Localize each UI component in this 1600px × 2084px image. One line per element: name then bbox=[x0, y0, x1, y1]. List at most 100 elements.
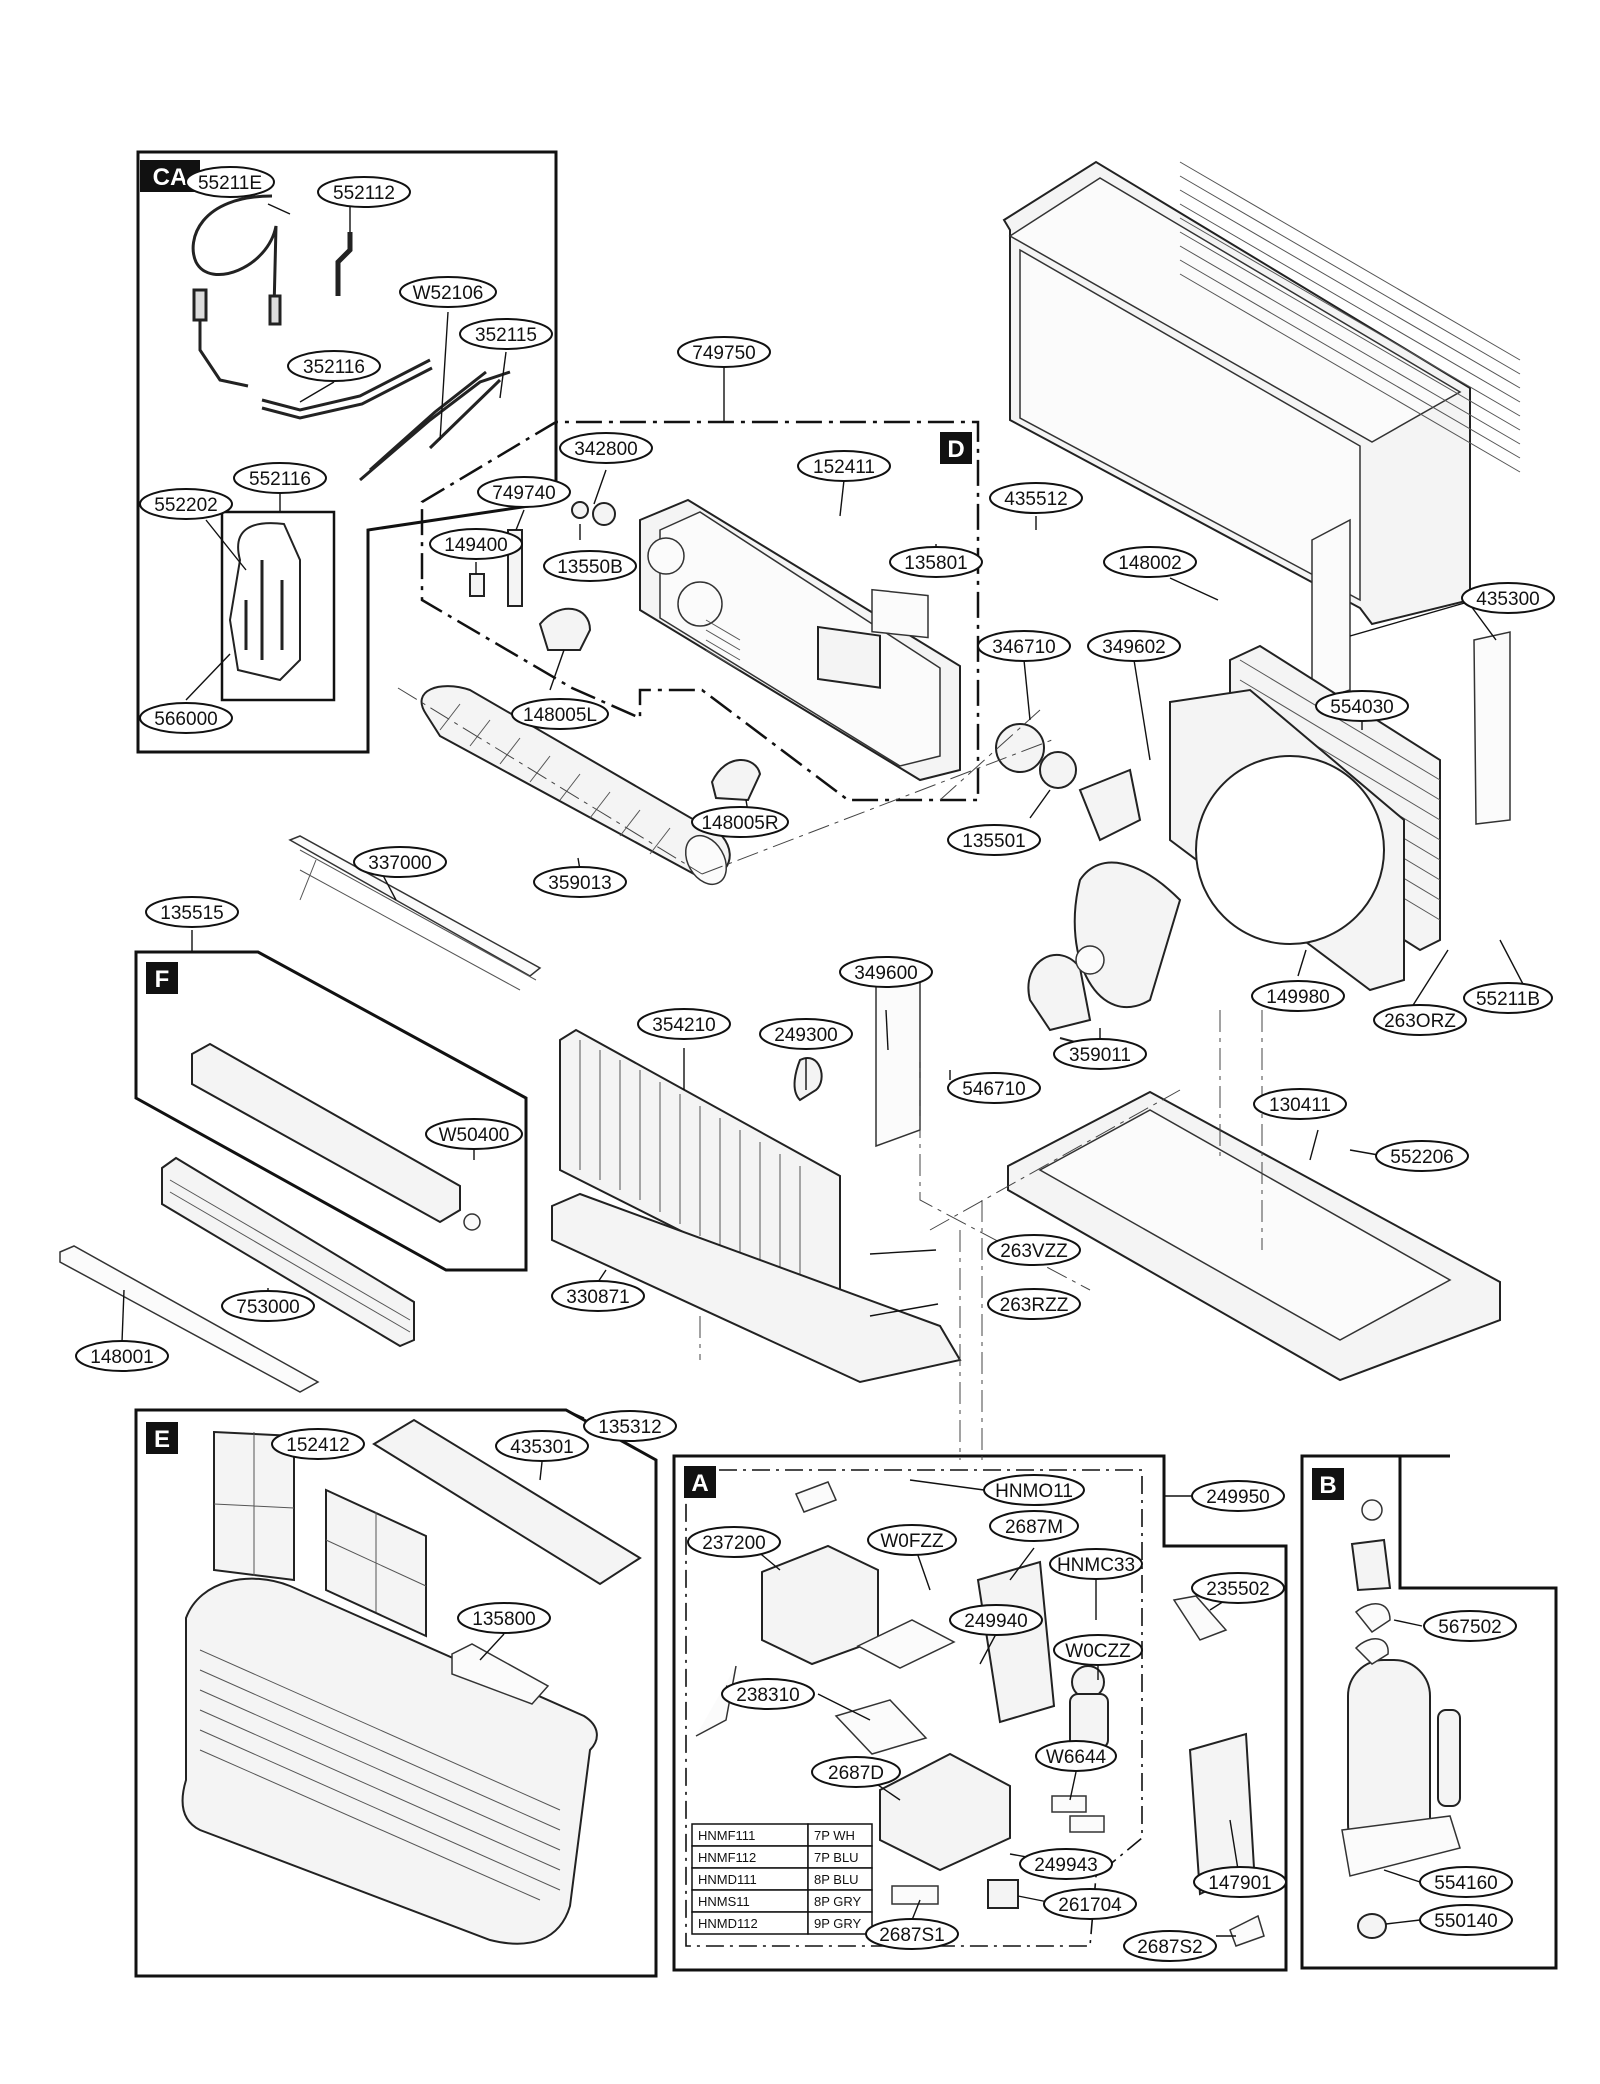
part-callout-435301[interactable]: 435301 bbox=[495, 1430, 589, 1462]
part-callout-152411[interactable]: 152411 bbox=[797, 450, 891, 482]
part-number: 249943 bbox=[1034, 1855, 1097, 1876]
section-d: D bbox=[420, 420, 980, 802]
part-callout-55211b[interactable]: 55211B bbox=[1463, 982, 1553, 1014]
part-callout-135312[interactable]: 135312 bbox=[583, 1410, 677, 1442]
part-callout-330871[interactable]: 330871 bbox=[551, 1280, 645, 1312]
part-callout-249940[interactable]: 249940 bbox=[949, 1604, 1043, 1636]
section-ca: CA bbox=[136, 150, 558, 754]
section-tag-ca: CA bbox=[153, 164, 188, 191]
part-number: 435512 bbox=[1004, 489, 1067, 510]
part-callout-55211e[interactable]: 55211E bbox=[185, 166, 275, 198]
fan-shroud bbox=[1169, 688, 1405, 992]
part-callout-546710[interactable]: 546710 bbox=[947, 1072, 1041, 1104]
part-callout-147901[interactable]: 147901 bbox=[1193, 1866, 1287, 1898]
part-callout-2687s1[interactable]: 2687S1 bbox=[865, 1918, 959, 1950]
part-callout-2687m[interactable]: 2687M bbox=[989, 1510, 1079, 1542]
part-callout-435300[interactable]: 435300 bbox=[1461, 582, 1555, 614]
part-number: 152411 bbox=[813, 457, 875, 478]
part-callout-149980[interactable]: 149980 bbox=[1251, 980, 1345, 1012]
harness-table-cell: 8P BLU bbox=[814, 1872, 859, 1887]
part-callout-435512[interactable]: 435512 bbox=[989, 482, 1083, 514]
part-callout-w6644[interactable]: W6644 bbox=[1035, 1740, 1117, 1772]
part-number: 359013 bbox=[548, 873, 611, 894]
part-number: 753000 bbox=[236, 1297, 299, 1318]
part-callout-135800[interactable]: 135800 bbox=[457, 1602, 551, 1634]
louver-assembly bbox=[59, 1042, 481, 1393]
part-callout-552202[interactable]: 552202 bbox=[139, 488, 233, 520]
part-number: 147901 bbox=[1208, 1873, 1271, 1894]
part-callout-554160[interactable]: 554160 bbox=[1419, 1866, 1513, 1898]
part-callout-235502[interactable]: 235502 bbox=[1191, 1572, 1285, 1604]
part-callout-552206[interactable]: 552206 bbox=[1375, 1140, 1469, 1172]
part-callout-550140[interactable]: 550140 bbox=[1419, 1904, 1513, 1936]
part-callout-13550b[interactable]: 13550B bbox=[543, 550, 637, 582]
part-callout-249943[interactable]: 249943 bbox=[1019, 1848, 1113, 1880]
part-number: 435301 bbox=[510, 1437, 573, 1458]
part-callout-352116[interactable]: 352116 bbox=[287, 350, 381, 382]
part-callout-249300[interactable]: 249300 bbox=[759, 1018, 853, 1050]
part-callout-w52106[interactable]: W52106 bbox=[399, 276, 497, 308]
part-callout-130411[interactable]: 130411 bbox=[1253, 1088, 1347, 1120]
harness-table-cell: HNMD112 bbox=[698, 1916, 758, 1931]
part-callout-354210[interactable]: 354210 bbox=[637, 1008, 731, 1040]
part-callout-w0czz[interactable]: W0CZZ bbox=[1053, 1634, 1143, 1666]
part-number: 261704 bbox=[1058, 1895, 1122, 1916]
part-number: 546710 bbox=[962, 1079, 1025, 1100]
part-number: 135800 bbox=[472, 1609, 535, 1630]
part-callout-148002[interactable]: 148002 bbox=[1103, 546, 1197, 578]
part-callout-149400[interactable]: 149400 bbox=[429, 528, 523, 560]
part-callout-263vzz[interactable]: 263VZZ bbox=[987, 1234, 1081, 1266]
part-callout-349602[interactable]: 349602 bbox=[1087, 630, 1181, 662]
part-number: 249940 bbox=[964, 1611, 1027, 1632]
part-callout-238310[interactable]: 238310 bbox=[721, 1678, 815, 1710]
part-number: 342800 bbox=[574, 439, 637, 460]
part-callout-135515[interactable]: 135515 bbox=[145, 896, 239, 928]
part-callout-552112[interactable]: 552112 bbox=[317, 176, 411, 208]
part-callout-148005r[interactable]: 148005R bbox=[691, 806, 789, 838]
part-callout-349600[interactable]: 349600 bbox=[839, 956, 933, 988]
part-number: 149980 bbox=[1266, 987, 1329, 1008]
part-callout-753000[interactable]: 753000 bbox=[221, 1290, 315, 1322]
part-callout-hnmo11[interactable]: HNMO11 bbox=[983, 1474, 1085, 1506]
part-callout-135501[interactable]: 135501 bbox=[947, 824, 1041, 856]
part-callout-148001[interactable]: 148001 bbox=[75, 1340, 169, 1372]
part-callout-263rzz[interactable]: 263RZZ bbox=[987, 1288, 1081, 1320]
part-callout-359011[interactable]: 359011 bbox=[1053, 1038, 1147, 1070]
part-callout-352115[interactable]: 352115 bbox=[459, 318, 553, 350]
harness-table-cell: HNMF112 bbox=[698, 1850, 756, 1865]
part-callout-135801[interactable]: 135801 bbox=[889, 546, 983, 578]
part-number: 238310 bbox=[736, 1685, 799, 1706]
part-callout-249950[interactable]: 249950 bbox=[1191, 1480, 1285, 1512]
part-number: 567502 bbox=[1438, 1617, 1501, 1638]
part-number: 148005L bbox=[523, 705, 597, 726]
part-callout-2687d[interactable]: 2687D bbox=[811, 1756, 901, 1788]
part-callout-337000[interactable]: 337000 bbox=[353, 846, 447, 878]
part-number: W0FZZ bbox=[880, 1531, 944, 1552]
part-callouts: 55211E 552112 W52106 352115 352116 55211… bbox=[75, 166, 1555, 1962]
part-callout-567502[interactable]: 567502 bbox=[1423, 1610, 1517, 1642]
part-callout-152412[interactable]: 152412 bbox=[271, 1428, 365, 1460]
part-callout-148005l[interactable]: 148005L bbox=[511, 698, 609, 730]
part-callout-w0fzz[interactable]: W0FZZ bbox=[867, 1524, 957, 1556]
part-callout-261704[interactable]: 261704 bbox=[1043, 1888, 1137, 1920]
part-callout-359013[interactable]: 359013 bbox=[533, 866, 627, 898]
part-callout-w50400[interactable]: W50400 bbox=[425, 1118, 523, 1150]
part-callout-237200[interactable]: 237200 bbox=[687, 1526, 781, 1558]
section-b: B bbox=[1300, 1454, 1558, 1970]
control-box bbox=[695, 1481, 1265, 1947]
part-callout-552116[interactable]: 552116 bbox=[233, 462, 327, 494]
part-callout-342800[interactable]: 342800 bbox=[559, 432, 653, 464]
part-callout-566000[interactable]: 566000 bbox=[139, 702, 233, 734]
part-number: 55211B bbox=[1476, 989, 1540, 1010]
harness-table-cell: 7P BLU bbox=[814, 1850, 859, 1865]
part-number: 2687S2 bbox=[1137, 1937, 1203, 1958]
part-callout-749750[interactable]: 749750 bbox=[677, 336, 771, 368]
part-callout-554030[interactable]: 554030 bbox=[1315, 690, 1409, 722]
part-callout-263orz[interactable]: 263ORZ bbox=[1373, 1004, 1467, 1036]
part-number: 552202 bbox=[154, 495, 217, 516]
part-callout-749740[interactable]: 749740 bbox=[477, 476, 571, 508]
part-callout-hnmc33[interactable]: HNMC33 bbox=[1049, 1548, 1143, 1580]
part-callout-346710[interactable]: 346710 bbox=[977, 630, 1071, 662]
part-callout-2687s2[interactable]: 2687S2 bbox=[1123, 1930, 1217, 1962]
